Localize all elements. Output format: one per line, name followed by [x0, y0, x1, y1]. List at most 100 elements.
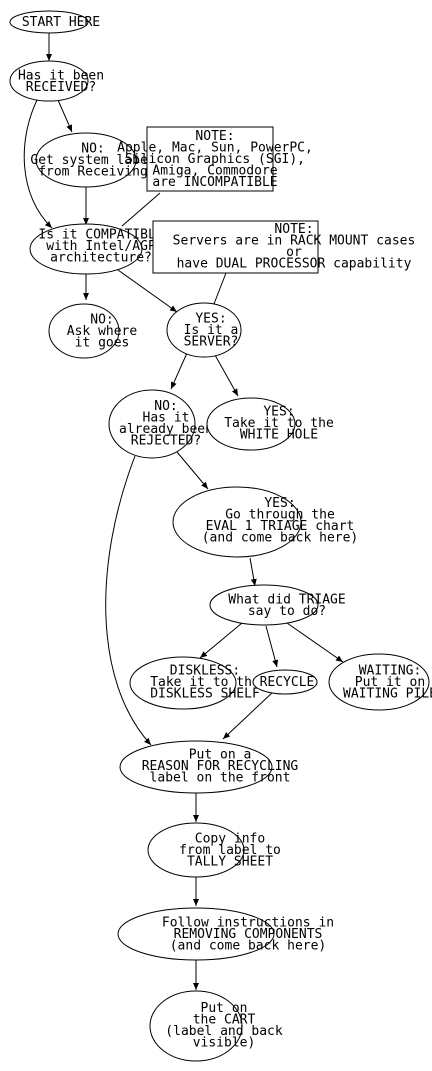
edge-rejected-eval — [176, 451, 209, 490]
label-line: DISKLESS: — [170, 664, 240, 679]
label-line: NO: — [90, 313, 113, 328]
node-recycle: RECYCLE — [252, 669, 318, 695]
label-line: or — [286, 245, 302, 260]
label-line: YES: — [195, 312, 226, 327]
label-line: say to do? — [248, 604, 326, 619]
label-line: YES: — [264, 496, 295, 511]
label-line: already been — [119, 422, 213, 437]
label-line: Take it to the — [224, 416, 334, 431]
label-line: Has it been — [18, 68, 104, 83]
edge-rejected-reason — [105, 455, 152, 746]
edge-received-compatible — [23, 99, 53, 229]
label-line: are INCOMPATIBLE — [152, 175, 277, 190]
edge-compatible-server — [117, 269, 178, 313]
label-line: WAITING PILE — [343, 687, 432, 702]
label-line: START HERE — [22, 15, 100, 30]
label-line: REJECTED? — [131, 433, 201, 448]
edge-server-rejected — [170, 352, 188, 390]
label-line: have DUAL PROCESSOR capability — [177, 256, 412, 271]
label-line: RECYCLE — [260, 675, 315, 690]
label-line: What did TRIAGE — [228, 592, 345, 607]
node-note-incompatible-label: NOTE:Apple, Mac, Sun, PowerPC,Silicon Gr… — [117, 129, 313, 190]
edge-triage-recycle — [265, 625, 279, 668]
label-line: Copy info — [195, 832, 265, 847]
label-line: NOTE: — [195, 129, 234, 144]
node-start: START HERE — [9, 10, 100, 34]
label-line: with Intel/AGP — [46, 239, 156, 254]
label-line: (and come back here) — [202, 530, 359, 545]
node-recycle-label: RECYCLE — [260, 675, 315, 690]
label-line: visible) — [193, 1035, 256, 1050]
label-line: Follow instructions in — [162, 916, 334, 931]
label-line: Ask where — [67, 324, 138, 339]
label-line: TALLY SHEET — [187, 855, 273, 870]
label-line: architecture? — [50, 251, 152, 266]
edge-note-incompatible-link — [121, 192, 161, 227]
label-line: the CART — [193, 1012, 256, 1027]
label-line: Is it a — [184, 323, 239, 338]
label-line: NO: — [81, 142, 104, 157]
label-line: REASON FOR RECYCLING — [142, 759, 299, 774]
label-line: YES: — [263, 405, 294, 420]
label-line: WHITE HOLE — [240, 428, 318, 443]
label-line: Go through the — [225, 507, 335, 522]
edge-recycle-reason — [222, 691, 274, 740]
label-line: Amiga, Commodore — [152, 164, 277, 179]
edges — [23, 33, 344, 990]
edge-received-no — [57, 99, 73, 133]
label-line: (label and back — [165, 1024, 283, 1039]
edge-server-whitehole — [214, 354, 239, 397]
label-line: Silicon Graphics (SGI), — [125, 152, 305, 167]
label-line: Is it COMPATIBLE — [38, 228, 163, 243]
label-line: WAITING: — [359, 664, 422, 679]
label-line: REMOVING COMPONENTS — [174, 927, 323, 942]
label-line: NO: — [154, 399, 177, 414]
label-line: RECEIVED? — [26, 80, 96, 95]
label-line: SERVER? — [184, 335, 239, 350]
label-line: Put it on — [355, 675, 425, 690]
label-line: Has it — [143, 410, 190, 425]
label-line: it goes — [75, 336, 130, 351]
label-line: Put on a — [189, 748, 252, 763]
label-line: Take it to the — [150, 675, 260, 690]
label-line: NOTE: — [274, 222, 313, 237]
label-line: Apple, Mac, Sun, PowerPC, — [117, 141, 313, 156]
label-line: label on the front — [150, 771, 291, 786]
label-line: EVAL 1 TRIAGE chart — [206, 519, 355, 534]
label-line: Get system label — [30, 153, 155, 168]
label-line: DISKLESS SHELF — [150, 687, 260, 702]
edge-note-servers-link — [211, 272, 227, 310]
label-line: from Receiving — [38, 165, 148, 180]
edge-triage-waiting — [286, 622, 344, 663]
edge-eval-triage — [249, 557, 257, 587]
label-line: (and come back here) — [170, 939, 327, 954]
